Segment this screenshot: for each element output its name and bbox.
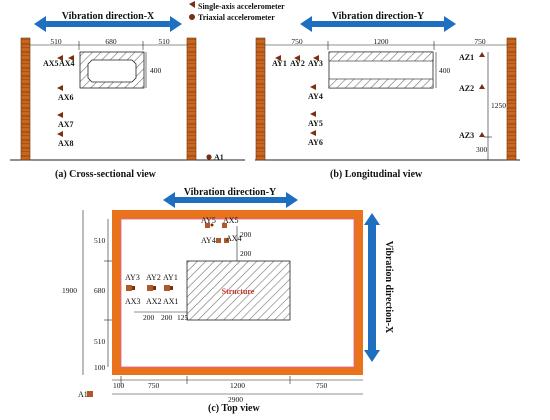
dim-tv-spacing-200a: 200 (240, 230, 252, 239)
dim-tv-spacing-200c: 200 (143, 313, 155, 322)
dim-tv-100: 100 (94, 363, 106, 372)
dim-tv-510b: 510 (94, 337, 106, 346)
sensor-ax7-icon (57, 112, 63, 118)
triaxial-icon (189, 14, 195, 20)
sensor-ax6: AX6 (58, 93, 74, 102)
wall-right-b (506, 37, 517, 161)
sensor-az2: AZ2 (459, 84, 474, 93)
sensor-ax7: AX7 (58, 120, 74, 129)
dim-lv-750b: 750 (474, 37, 486, 46)
dim-tv-750a: 750 (148, 381, 160, 390)
arrow-y-plan: Vibration direction-Y (163, 187, 298, 208)
sensor-tv-ax4: AX4 (226, 234, 242, 243)
legend-triaxial: Triaxial accelerometer (198, 13, 275, 22)
sensor-tv-ay2: AY2 (146, 273, 161, 282)
sensor-ax8: AX8 (58, 139, 74, 148)
top-view: Structure 510 680 510 100 1900 100 750 1… (62, 210, 363, 404)
wall-left-b (255, 37, 266, 161)
sensor-a1-icon (206, 154, 212, 160)
vibration-x-side-label: Vibration direction-X (383, 241, 394, 334)
legend: Single-axis accelerometer Triaxial accel… (189, 1, 285, 22)
dim-cs-400: 400 (150, 66, 162, 75)
sensor-ay6: AY6 (308, 138, 323, 147)
sensor-ay2: AY2 (290, 59, 305, 68)
cross-section-view: 510 680 510 400 AX5 AX4 AX6 AX7 AX8 A1 (10, 37, 245, 162)
caption-c: (c) Top view (208, 403, 260, 414)
dim-lv-1250: 1250 (491, 101, 506, 110)
sensor-tv-a1: A1 (78, 390, 88, 399)
longitudinal-view: 750 1200 750 400 AY1 AY2 AY3 AY4 AY5 AY6… (255, 37, 520, 161)
sensor-ay5: AY5 (308, 119, 323, 128)
sensor-tv-ax5: AX5 (223, 216, 239, 225)
dim-tv-spacing-125: 125 (177, 313, 189, 322)
dim-tv-750b: 750 (316, 381, 328, 390)
dim-cs-510a: 510 (50, 37, 62, 46)
dim-tv-100x: 100 (113, 381, 125, 390)
wall-right (186, 37, 197, 161)
dim-tv-spacing-200d: 200 (161, 313, 173, 322)
dim-lv-300: 300 (476, 145, 488, 154)
caption-b: (b) Longitudinal view (330, 169, 423, 180)
dim-tv-510a: 510 (94, 236, 106, 245)
vibration-y-label: Vibration direction-Y (332, 11, 425, 22)
sensor-tv-ay3: AY3 (125, 273, 140, 282)
sensor-ax4-icon (68, 55, 74, 61)
sensor-ay3: AY3 (308, 59, 323, 68)
sensor-tv-ax1: AX1 (163, 297, 179, 306)
arrow-y-top: Vibration direction-Y (300, 11, 456, 32)
single-axis-icon (189, 1, 195, 8)
structure-label: Structure (222, 287, 255, 296)
dim-cs-680: 680 (105, 37, 117, 46)
vibration-y-plan-label: Vibration direction-Y (184, 187, 277, 198)
sensor-tv-ay4: AY4 (201, 236, 216, 245)
sensor-ax5: AX5 (43, 59, 59, 68)
dim-tv-2900: 2900 (228, 395, 243, 404)
dim-lv-400: 400 (439, 66, 451, 75)
arrow-x-side: Vibration direction-X (364, 213, 394, 362)
sensor-a1-cs: A1 (214, 153, 224, 162)
dim-tv-spacing-200b: 200 (240, 249, 252, 258)
sensor-ay1: AY1 (272, 59, 287, 68)
wall-left (20, 37, 31, 161)
structure-block (186, 260, 291, 321)
dim-lv-750a: 750 (291, 37, 303, 46)
dim-cs-510b: 510 (158, 37, 170, 46)
vibration-x-label: Vibration direction-X (62, 11, 155, 22)
dim-tv-680: 680 (94, 286, 106, 295)
dim-tv-1200: 1200 (230, 381, 245, 390)
dim-lv-1200: 1200 (374, 37, 389, 46)
dim-tv-1900: 1900 (62, 286, 77, 295)
sensor-tv-ax2: AX2 (146, 297, 162, 306)
sensor-ax5-icon (57, 55, 63, 61)
sensor-ax4: AX4 (59, 59, 75, 68)
caption-a: (a) Cross-sectional view (55, 169, 157, 180)
sensor-ax8-icon (57, 131, 63, 137)
arrow-x-top: Vibration direction-X (34, 11, 182, 32)
sensor-ax6-icon (57, 85, 63, 91)
sensor-tv-ay5: AY5 (201, 216, 216, 225)
sensor-az3: AZ3 (459, 131, 474, 140)
legend-single-axis: Single-axis accelerometer (198, 2, 285, 11)
sensor-az1: AZ1 (459, 53, 474, 62)
sensor-tv-ay1: AY1 (163, 273, 178, 282)
sensor-tv-ax3: AX3 (125, 297, 141, 306)
sensor-ay4: AY4 (308, 92, 323, 101)
